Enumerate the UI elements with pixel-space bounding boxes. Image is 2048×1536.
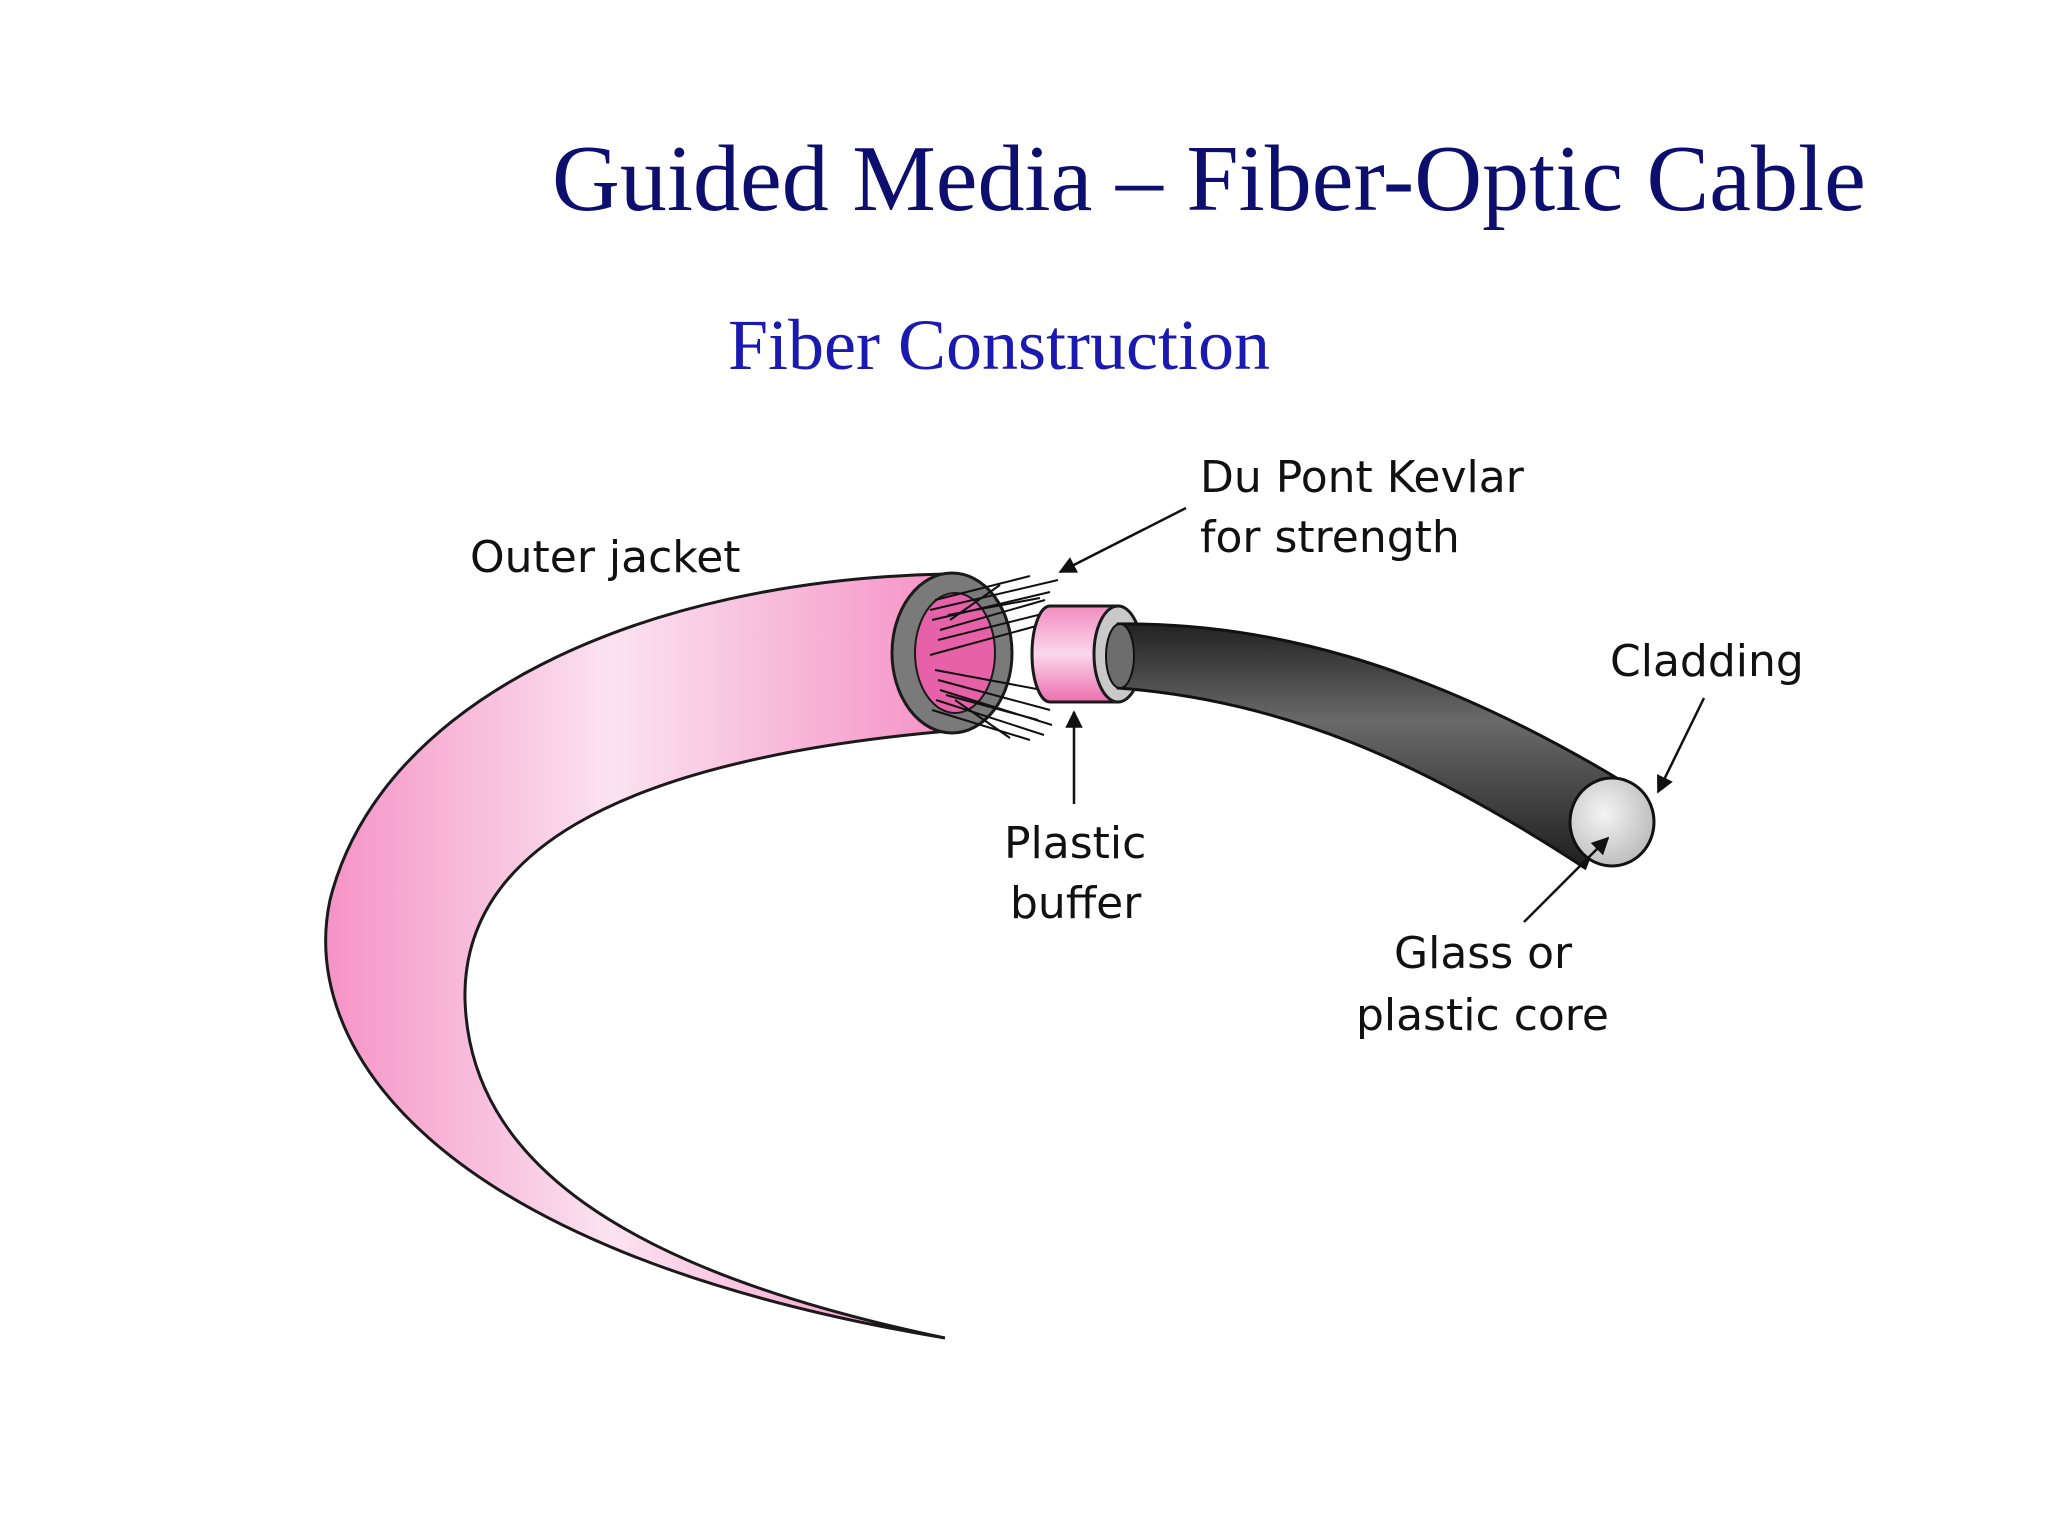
label-buffer-line2: buffer <box>1010 878 1142 929</box>
label-outer-jacket: Outer jacket <box>470 532 741 583</box>
cladding-shape <box>1116 622 1622 871</box>
label-cladding: Cladding <box>1610 636 1804 687</box>
label-buffer-line1: Plastic <box>1004 818 1146 869</box>
jacket-inner-pink <box>914 592 996 714</box>
arrow-kevlar <box>1058 506 1187 574</box>
arrow-core <box>1523 836 1610 923</box>
label-kevlar-line1: Du Pont Kevlar <box>1200 452 1525 503</box>
cladding-start-ring <box>1105 623 1135 689</box>
core-end <box>1568 776 1656 868</box>
label-core-line2: plastic core <box>1356 990 1609 1041</box>
arrow-cladding <box>1656 697 1706 794</box>
label-kevlar-line2: for strength <box>1200 512 1460 563</box>
kevlar-strands <box>929 575 1059 741</box>
slide-subtitle: Fiber Construction <box>728 305 1270 385</box>
outer-jacket-shape <box>324 572 962 1340</box>
label-core-line1: Glass or <box>1394 928 1573 979</box>
slide-title: Guided Media – Fiber-Optic Cable <box>552 127 1866 231</box>
